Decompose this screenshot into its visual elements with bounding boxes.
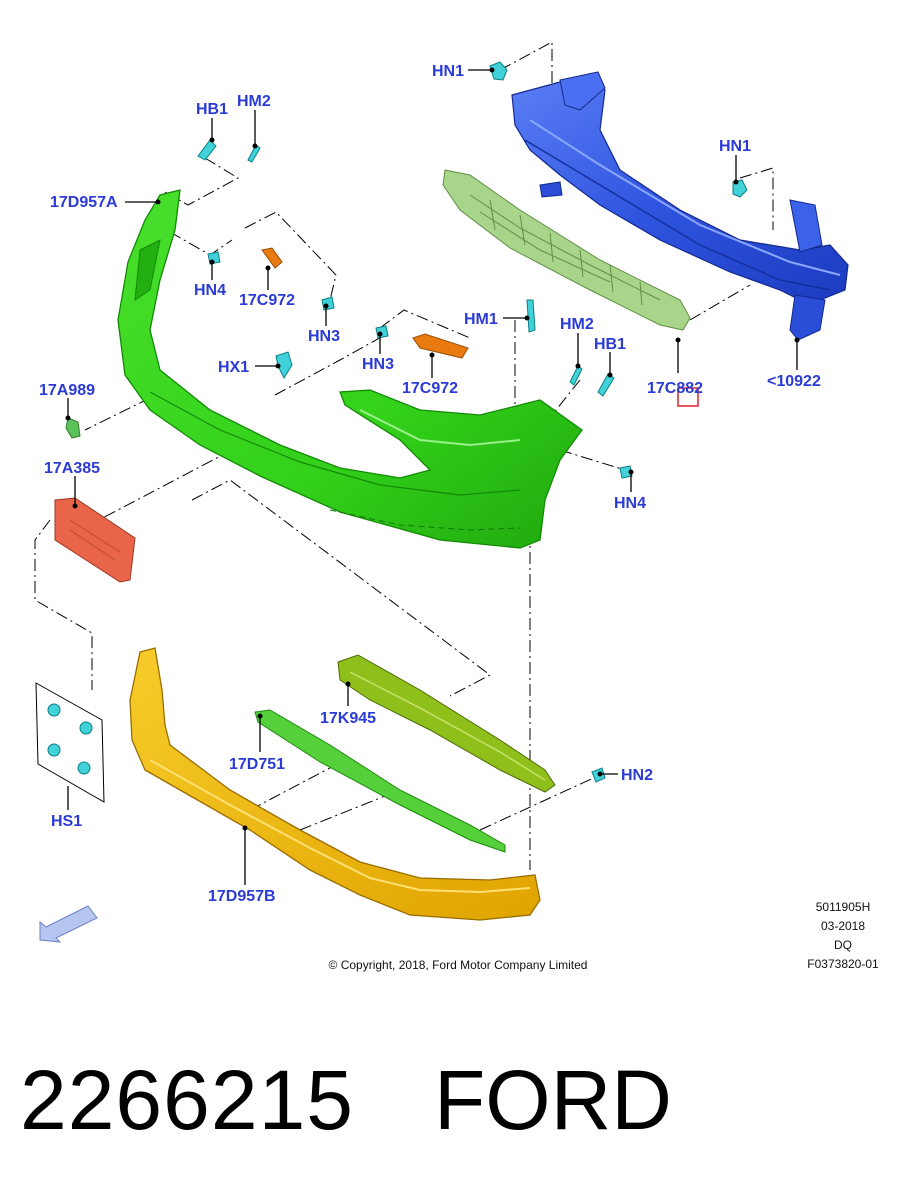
callout-17c882: 17C882 [647,380,703,397]
callout-hs1: HS1 [51,813,82,830]
fastener-hb1-left [197,139,217,161]
meta-code: 5011905H [816,900,871,914]
callout-10922: <10922 [767,373,821,390]
callout-hm2-left: HM2 [237,93,271,110]
leader-lines [65,67,800,885]
meta-initials: DQ [834,938,852,952]
brand-name: FORD [434,1053,672,1147]
air-deflector [337,654,556,793]
bracket-mid [412,333,469,359]
fastener-hn4-right [619,465,633,479]
diagram-metadata: 5011905H 03-2018 DQ F0373820-01 © Copyri… [329,900,880,972]
fasteners [47,61,748,783]
callout-17c972-left: 17C972 [239,292,295,309]
screw-3 [47,743,61,757]
callout-hm1: HM1 [464,311,498,328]
parts-diagram: HN1 HN1 HB1 HM2 17D957A HN4 17C972 HN3 H… [34,41,880,972]
meta-date: 03-2018 [821,919,865,933]
callout-hn3-left: HN3 [308,328,340,345]
copyright-text: © Copyright, 2018, Ford Motor Company Li… [329,958,588,972]
callout-17c972-mid: 17C972 [402,380,458,397]
screw-2 [79,721,93,735]
screw-4 [77,761,91,775]
callout-hb1-left: HB1 [196,101,228,118]
callout-17d751: 17D751 [229,756,285,773]
bumper-reinforcement [511,71,849,341]
bracket-left [261,247,283,269]
callout-17d957a: 17D957A [50,194,118,211]
license-plate-bracket [54,497,136,583]
lower-cover [129,647,541,921]
screw-kit-card [35,682,105,803]
fastener-hn3-left [321,296,335,311]
fastener-hn3-mid [375,325,389,339]
callout-hx1: HX1 [218,359,249,376]
lower-molding [254,709,506,853]
callout-17k945: 17K945 [320,710,376,727]
fastener-hm2-left [247,144,261,163]
callout-17a989: 17A989 [39,382,95,399]
callout-hb1-right: HB1 [594,336,626,353]
fastener-hm1 [526,299,536,333]
fastener-hn1-top [489,61,508,81]
callout-hm2-right: HM2 [560,316,594,333]
bumper-cover [117,189,583,549]
part-number: 2266215 [20,1053,355,1147]
fastener-hb1-right [597,373,615,397]
screw-1 [47,703,61,717]
callout-hn2: HN2 [621,767,653,784]
callout-hn4-right: HN4 [614,495,646,512]
meta-ref: F0373820-01 [807,957,879,971]
callout-hn4-left: HN4 [194,282,226,299]
energy-absorber [442,169,691,331]
callout-labels: HN1 HN1 HB1 HM2 17D957A HN4 17C972 HN3 H… [39,63,821,905]
callout-17d957b: 17D957B [208,888,276,905]
fastener-hm2-right [569,365,583,386]
callout-17a385: 17A385 [44,460,100,477]
highlight-box [677,387,699,407]
arrow-front-icon [39,905,98,943]
callout-hn3-mid: HN3 [362,356,394,373]
callout-hn1-right: HN1 [719,138,751,155]
callout-hn1-top: HN1 [432,63,464,80]
reflector-part [65,417,81,439]
